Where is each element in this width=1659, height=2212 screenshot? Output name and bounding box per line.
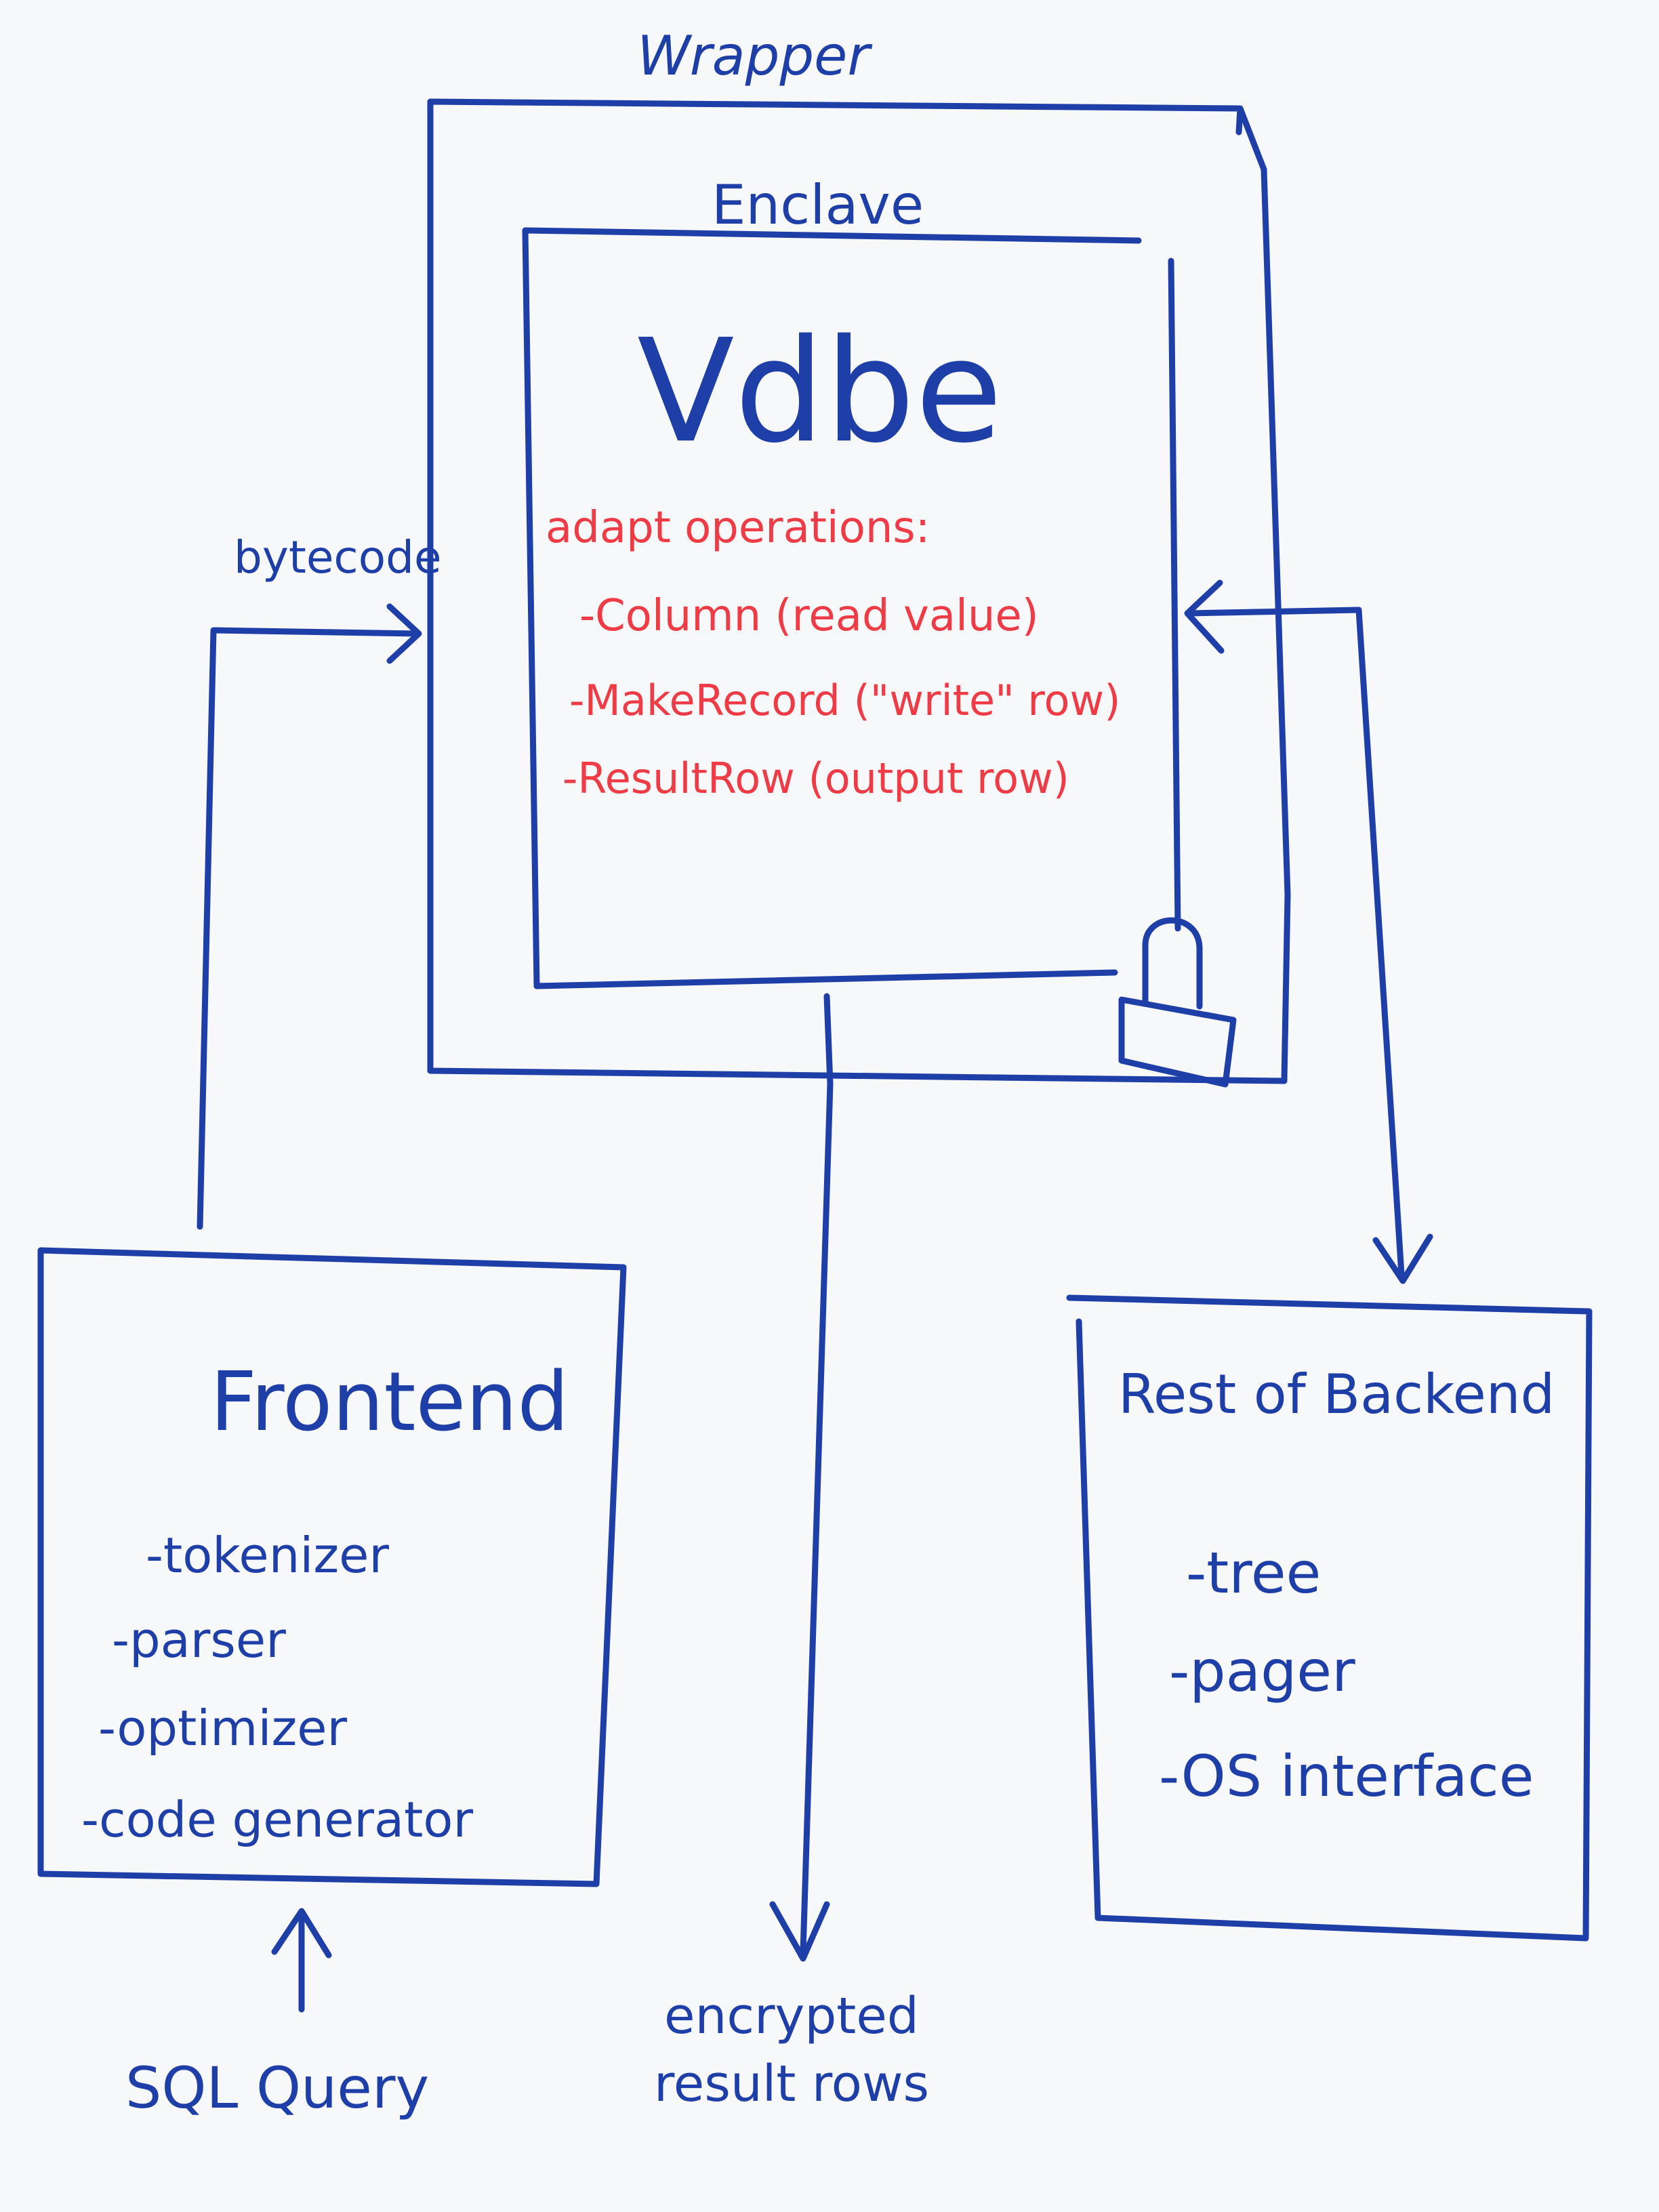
sql-query-arrow (271, 1908, 332, 2013)
frontend-box (37, 1247, 627, 1887)
operation-item: -ResultRow (output row) (562, 754, 1069, 803)
bytecode-arrow (197, 603, 422, 1230)
padlock-icon (1118, 917, 1237, 1088)
encrypted-label-line2: result rows (654, 2055, 929, 2113)
backend-item: -pager (1169, 1638, 1355, 1704)
enclave-label: Enclave (712, 173, 924, 237)
frontend-title: Frontend (210, 1355, 569, 1450)
wrapper-box (427, 98, 1291, 1084)
backend-box (1066, 1294, 1593, 1942)
frontend-item: -optimizer (98, 1700, 348, 1757)
vdbe-title: Vdbe (637, 308, 1002, 474)
backend-title: Rest of Backend (1118, 1363, 1555, 1426)
frontend-item: -parser (112, 1612, 286, 1668)
backend-item: -tree (1186, 1540, 1321, 1606)
operation-item: -MakeRecord ("write" row) (569, 676, 1120, 725)
bytecode-label: bytecode (234, 531, 442, 583)
frontend-item: -code generator (81, 1791, 473, 1848)
enclave-box (522, 227, 1181, 989)
frontend-item: -tokenizer (146, 1527, 389, 1584)
operation-item: -Column (read value) (579, 591, 1039, 641)
backend-exchange-arrow (1184, 579, 1433, 1284)
encrypted-label-line1: encrypted (664, 1987, 919, 2045)
backend-item: -OS interface (1159, 1743, 1534, 1809)
wrapper-label: Wrapper (637, 24, 873, 87)
sql-query-label: SQL Query (125, 2055, 429, 2121)
operations-heading: adapt operations: (546, 503, 930, 553)
encrypted-rows-arrow (769, 993, 834, 1962)
